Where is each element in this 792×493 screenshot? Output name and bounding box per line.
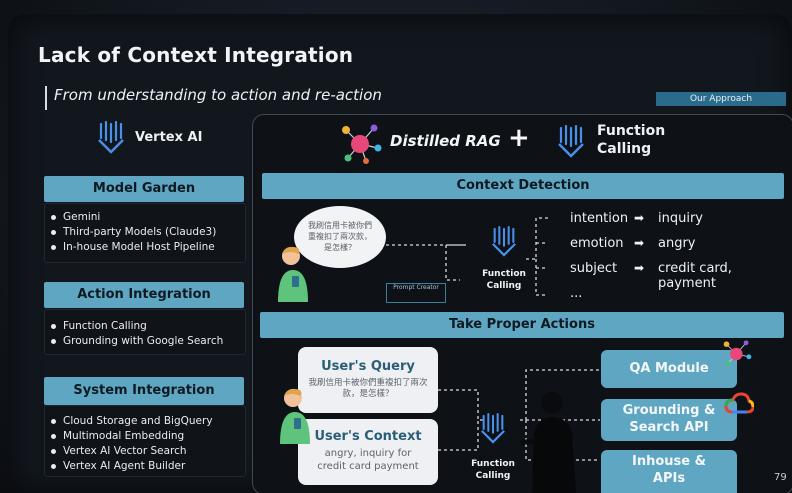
arrow-right-icon: ➡ xyxy=(634,261,645,275)
vertex-ai-icon xyxy=(98,120,124,154)
qa-module-box: QA Module xyxy=(601,350,737,388)
slide-title: Lack of Context Integration xyxy=(38,43,354,67)
distilled-rag-icon xyxy=(342,124,382,164)
attr-key-intention: intention xyxy=(570,211,629,226)
page-number: 79 xyxy=(774,472,787,483)
function-calling-icon xyxy=(558,124,584,158)
attr-value-subject: credit card, payment xyxy=(658,261,732,291)
distilled-rag-icon-small xyxy=(723,340,752,367)
plus-sign: + xyxy=(508,123,530,153)
action-integration-box: Function Calling Grounding with Google S… xyxy=(44,309,246,355)
function-calling-icon-small xyxy=(492,226,516,257)
user-context-body: angry, inquiry for credit card payment xyxy=(317,448,419,472)
google-cloud-icon xyxy=(724,392,754,414)
attr-key-more: ... xyxy=(570,286,583,301)
grounding-search-box: Grounding & Search API xyxy=(601,399,737,441)
attr-value-angry: angry xyxy=(658,236,696,251)
distilled-rag-label: Distilled RAG xyxy=(390,132,501,150)
function-calling-label: Function Calling xyxy=(597,123,666,157)
context-detection-bar: Context Detection xyxy=(262,173,784,199)
arrow-right-icon: ➡ xyxy=(634,211,645,225)
list-item: Gemini xyxy=(51,210,245,225)
bubble-text: 我刷信用卡被你們重複扣了兩次款，是怎樣？ xyxy=(308,221,372,252)
subtitle-accent-bar xyxy=(45,86,47,110)
list-item: Vertex AI Agent Builder xyxy=(51,459,245,474)
list-item: Vertex AI Vector Search xyxy=(51,444,245,459)
user-avatar-icon xyxy=(278,246,308,302)
user-avatar-icon xyxy=(280,388,310,444)
vertex-ai-label: Vertex AI xyxy=(135,130,203,145)
list-item: In-house Model Host Pipeline xyxy=(51,240,245,255)
speech-bubble: 我刷信用卡被你們重複扣了兩次款，是怎樣？ xyxy=(294,206,386,268)
presenter-silhouette xyxy=(520,392,576,493)
list-item: Cloud Storage and BigQuery xyxy=(51,414,245,429)
arrow-right-icon: ➡ xyxy=(634,236,645,250)
inhouse-apis-box: Inhouse & APIs xyxy=(601,450,737,493)
prompt-creator-box: Prompt Creator xyxy=(386,283,446,303)
list-item: Function Calling xyxy=(51,319,245,334)
function-calling-small-label: Function Calling xyxy=(482,269,526,291)
user-context-heading: User's Context xyxy=(314,429,422,444)
attr-key-subject: subject xyxy=(570,261,618,276)
system-integration-box: Cloud Storage and BigQuery Multimodal Em… xyxy=(44,405,246,477)
user-query-heading: User's Query xyxy=(321,359,415,374)
model-garden-heading: Model Garden xyxy=(44,176,244,202)
attr-value-inquiry: inquiry xyxy=(658,211,703,226)
slide-subtitle: From understanding to action and re-acti… xyxy=(54,86,382,104)
function-calling-icon-small xyxy=(481,413,505,444)
user-query-card: User's Query 我刷信用卡被你們重複扣了兩次款，是怎樣？ xyxy=(298,347,438,413)
list-item: Multimodal Embedding xyxy=(51,429,245,444)
list-item: Third-party Models (Claude3) xyxy=(51,225,245,240)
action-integration-heading: Action Integration xyxy=(44,282,244,308)
our-approach-tag: Our Approach xyxy=(656,92,786,106)
take-actions-bar: Take Proper Actions xyxy=(260,312,784,338)
model-garden-box: Gemini Third-party Models (Claude3) In-h… xyxy=(44,203,246,263)
function-calling-small-label: Function Calling xyxy=(471,459,515,481)
system-integration-heading: System Integration xyxy=(44,377,244,405)
grounding-search-label: Grounding & Search API xyxy=(622,403,716,435)
context-connectors xyxy=(386,217,548,296)
user-query-body: 我刷信用卡被你們重複扣了兩次款，是怎樣？ xyxy=(308,378,428,399)
attr-key-emotion: emotion xyxy=(570,236,624,251)
inhouse-apis-label: Inhouse & APIs xyxy=(632,454,706,486)
user-context-card: User's Context angry, inquiry for credit… xyxy=(298,419,438,485)
list-item: Grounding with Google Search xyxy=(51,334,245,349)
